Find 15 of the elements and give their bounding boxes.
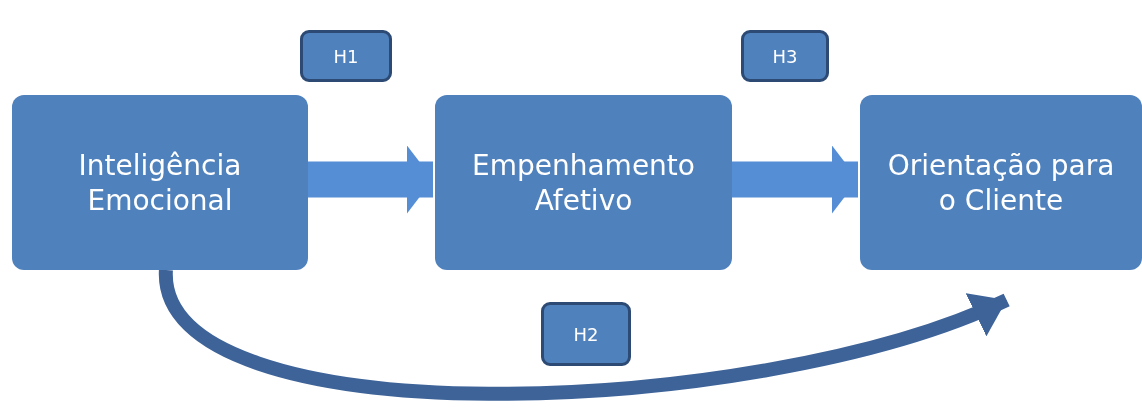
process-box bbox=[12, 95, 308, 270]
hypothesis-box bbox=[300, 30, 392, 82]
process-box bbox=[860, 95, 1142, 270]
curved-arrow bbox=[159, 268, 1010, 401]
block-arrow bbox=[732, 145, 858, 214]
node-text: Empenhamento Afetivo bbox=[471, 147, 696, 218]
node-text: H2 bbox=[573, 323, 599, 345]
node-text: Orientação para o Cliente bbox=[886, 147, 1116, 218]
process-box bbox=[435, 95, 732, 270]
block-arrow bbox=[308, 145, 433, 214]
node-text: Inteligência Emocional bbox=[77, 147, 243, 218]
node-text: H1 bbox=[333, 45, 359, 67]
hypothesis-box bbox=[541, 302, 631, 366]
node-text: H3 bbox=[772, 45, 798, 67]
hypothesis-box bbox=[741, 30, 829, 82]
